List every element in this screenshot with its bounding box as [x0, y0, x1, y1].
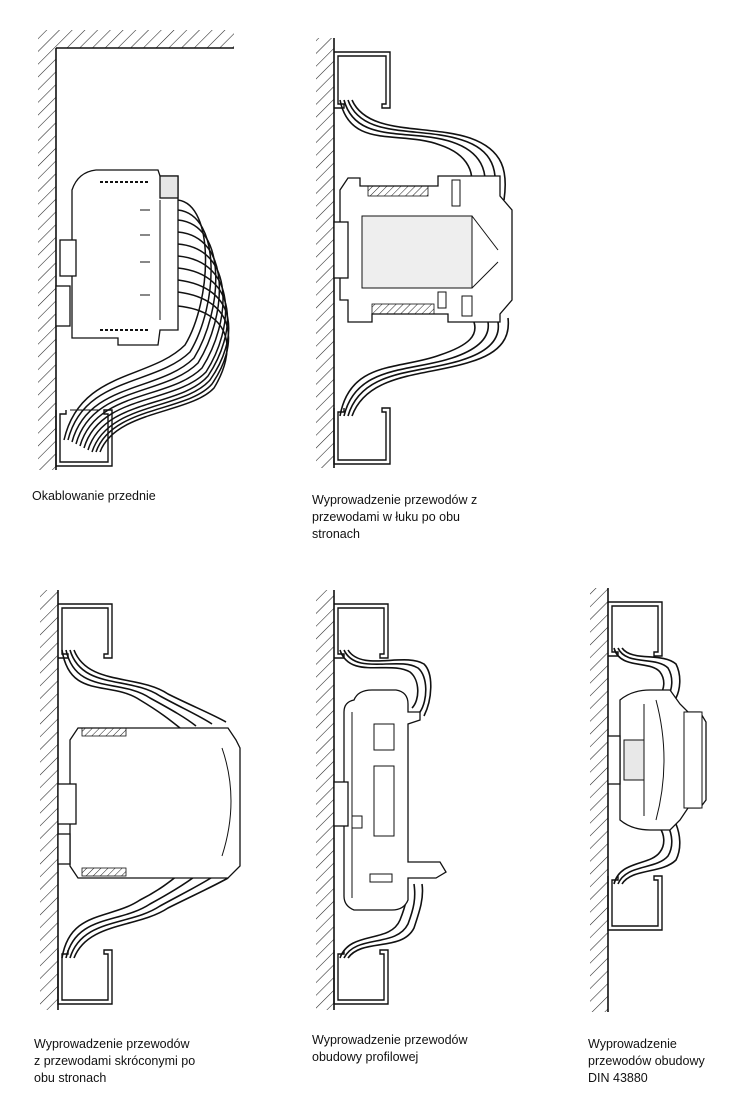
wire-bundle-top [613, 647, 681, 699]
panel-din-housing: Wyprowadzenie przewodów obudowy DIN 4388… [588, 588, 707, 1085]
caption-profile-housing: Wyprowadzenie przewodów obudowy profilow… [312, 1033, 468, 1064]
cable-duct-bottom [607, 875, 663, 931]
wire-bundle-bottom [339, 317, 510, 417]
cable-duct-top [608, 601, 663, 657]
caption-short-wiring: Wyprowadzenie przewodów z przewodami skr… [34, 1037, 195, 1085]
caption-line: Wyprowadzenie przewodów [312, 1033, 468, 1047]
wall [316, 590, 335, 1010]
caption-line: z przewodami skróconymi po [34, 1054, 195, 1068]
wire-bundle-bottom [613, 823, 681, 885]
wire-bundle-top [339, 99, 507, 201]
wall [590, 588, 609, 1012]
caption-line: Wyprowadzenie przewodów z [312, 493, 477, 507]
caption-din-housing: Wyprowadzenie przewodów obudowy DIN 4388… [588, 1037, 705, 1085]
caption-arc-wiring: Wyprowadzenie przewodów z przewodami w ł… [312, 493, 477, 541]
terminal-module [57, 727, 241, 879]
wire-bundle-top [61, 649, 227, 729]
cable-duct-top [334, 603, 389, 659]
panel-front-wiring: Okablowanie przednie [32, 30, 234, 503]
cable-duct-bottom [333, 949, 389, 1005]
cable-duct-bottom [57, 949, 113, 1005]
cable-duct [55, 409, 113, 467]
panel-profile-housing: Wyprowadzenie przewodów obudowy profilow… [312, 590, 468, 1064]
wall [316, 38, 335, 468]
cable-duct-top [334, 51, 391, 109]
profile-housing-module [333, 689, 447, 911]
wire-bundle-top [339, 649, 432, 717]
caption-line: przewodami w łuku po obu [312, 510, 460, 524]
cable-duct-bottom [333, 407, 391, 465]
caption-line: DIN 43880 [588, 1071, 648, 1085]
panel-arc-wiring: Wyprowadzenie przewodów z przewodami w ł… [312, 38, 513, 541]
cable-duct-top [58, 603, 113, 659]
panel-short-wiring: Wyprowadzenie przewodów z przewodami skr… [34, 590, 241, 1085]
caption-line: przewodów obudowy [588, 1054, 705, 1068]
caption-line: Okablowanie przednie [32, 489, 156, 503]
wire-bundle-bottom [61, 871, 229, 959]
terminal-module [333, 175, 513, 323]
caption-line: stronach [312, 527, 360, 541]
wall [40, 590, 59, 1010]
caption-front-wiring: Okablowanie przednie [32, 489, 156, 503]
caption-line: obu stronach [34, 1071, 106, 1085]
terminal-module [55, 169, 179, 346]
caption-line: Wyprowadzenie [588, 1037, 677, 1051]
wall [38, 30, 234, 470]
caption-line: obudowy profilowej [312, 1050, 418, 1064]
wire-bundle [63, 199, 230, 453]
din-rail-module [607, 689, 707, 831]
caption-line: Wyprowadzenie przewodów [34, 1037, 190, 1051]
